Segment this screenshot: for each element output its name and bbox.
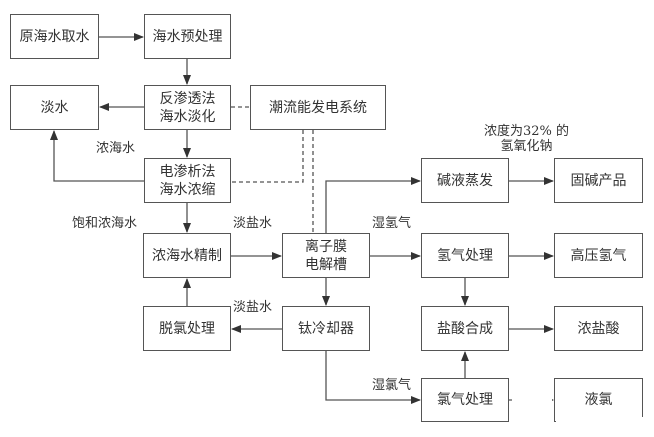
node-hcl-synthesis: 盐酸合成 [421, 306, 509, 351]
label-wet-chlorine: 湿氯气 [372, 378, 412, 393]
node-tidal-power-system: 潮流能发电系统 [250, 85, 386, 130]
node-electrodialysis: 电渗析法 海水浓缩 [144, 158, 231, 203]
node-liquid-chlorine: 液氯 [554, 378, 643, 422]
watermark-mask-bottom [556, 417, 646, 425]
edge-electrolyzer-to-evap [325, 177, 421, 233]
node-ion-membrane-electrolyzer: 离子膜 电解槽 [282, 233, 370, 278]
node-high-pressure-hydrogen: 高压氢气 [554, 233, 643, 278]
node-fresh-water: 淡水 [10, 85, 99, 130]
node-alkali-evaporation: 碱液蒸发 [421, 158, 509, 203]
node-solid-alkali-product: 固碱产品 [554, 158, 643, 203]
label-wet-hydrogen: 湿氢气 [372, 216, 412, 231]
label-concentrated-brine: 浓海水 [96, 141, 136, 156]
node-chlorine-treatment: 氯气处理 [421, 378, 509, 422]
node-dechlorination: 脱氯处理 [143, 306, 231, 351]
node-seawater-pretreatment: 海水预处理 [144, 14, 231, 59]
label-saturated-brine: 饱和浓海水 [72, 216, 138, 231]
node-raw-seawater-intake: 原海水取水 [10, 14, 99, 59]
label-dilute-brine-top: 淡盐水 [233, 216, 273, 231]
node-titanium-cooler: 钛冷却器 [282, 306, 370, 351]
node-concentrated-hcl: 浓盐酸 [554, 306, 643, 351]
node-brine-refining: 浓海水精制 [143, 233, 231, 278]
node-reverse-osmosis: 反渗透法 海水淡化 [144, 85, 231, 130]
edge-ed-to-freshwater [50, 130, 144, 182]
label-naoh-concentration-note: 浓度为32% 的 氢氧化钠 [484, 124, 570, 154]
watermark-mask [512, 392, 552, 408]
power-line-to-ed [231, 130, 304, 183]
label-dilute-brine-bottom: 淡盐水 [233, 300, 273, 315]
edge-cooler-to-cl2 [325, 351, 421, 404]
node-hydrogen-treatment: 氢气处理 [421, 233, 509, 278]
